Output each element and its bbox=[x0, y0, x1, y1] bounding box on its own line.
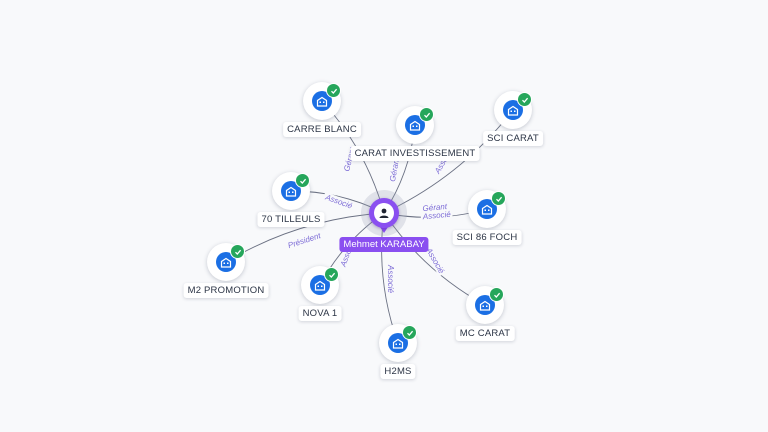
edge-label-bg bbox=[386, 262, 395, 295]
verified-check-icon bbox=[402, 325, 417, 340]
verified-check-icon bbox=[324, 267, 339, 282]
building-icon bbox=[503, 100, 523, 120]
edge-label-sci86-1: Associé bbox=[421, 210, 451, 222]
edge-label-bg bbox=[421, 201, 450, 214]
verified-check-icon bbox=[326, 83, 341, 98]
edge-label-bg bbox=[423, 244, 447, 277]
person-icon bbox=[374, 203, 394, 223]
company-node-label[interactable]: 70 TILLEULS bbox=[257, 212, 325, 227]
company-node-label[interactable]: CARAT INVESTISSEMENT bbox=[350, 146, 480, 161]
building-icon bbox=[216, 252, 236, 272]
edge-label-carat_inv-0: Gérant bbox=[388, 156, 401, 182]
company-node-label[interactable]: SCI 86 FOCH bbox=[452, 230, 522, 245]
building-icon bbox=[477, 199, 497, 219]
edge-label-bg bbox=[322, 191, 356, 212]
edge-label-bg bbox=[387, 154, 402, 184]
verified-check-icon bbox=[491, 191, 506, 206]
building-icon bbox=[388, 333, 408, 353]
verified-check-icon bbox=[230, 244, 245, 259]
verified-check-icon bbox=[295, 173, 310, 188]
building-icon bbox=[475, 295, 495, 315]
edge-label-bg bbox=[285, 230, 324, 251]
pin-tip bbox=[378, 224, 390, 233]
company-node-label[interactable]: M2 PROMOTION bbox=[183, 283, 269, 298]
edge-label-tilleuls-0: Associé bbox=[323, 192, 354, 211]
company-node-label[interactable]: H2MS bbox=[380, 364, 416, 379]
building-icon bbox=[405, 115, 425, 135]
company-node-label[interactable]: MC CARAT bbox=[455, 326, 515, 341]
edge-label-sci86-0: Gérant bbox=[422, 202, 448, 213]
building-icon bbox=[281, 181, 301, 201]
verified-check-icon bbox=[517, 92, 532, 107]
company-node-label[interactable]: CARRE BLANC bbox=[283, 122, 361, 137]
verified-check-icon bbox=[419, 107, 434, 122]
edge-label-bg bbox=[420, 209, 453, 222]
company-node-label[interactable]: NOVA 1 bbox=[298, 306, 342, 321]
building-icon bbox=[310, 275, 330, 295]
edge-label-m2-0: Président bbox=[287, 231, 323, 250]
edge-label-h2ms-0: Associé bbox=[386, 264, 395, 294]
verified-check-icon bbox=[489, 287, 504, 302]
company-node-label[interactable]: SCI CARAT bbox=[483, 131, 543, 146]
center-person-label[interactable]: Mehmet KARABAY bbox=[339, 237, 429, 252]
person-pin[interactable] bbox=[369, 198, 399, 228]
building-icon bbox=[312, 91, 332, 111]
